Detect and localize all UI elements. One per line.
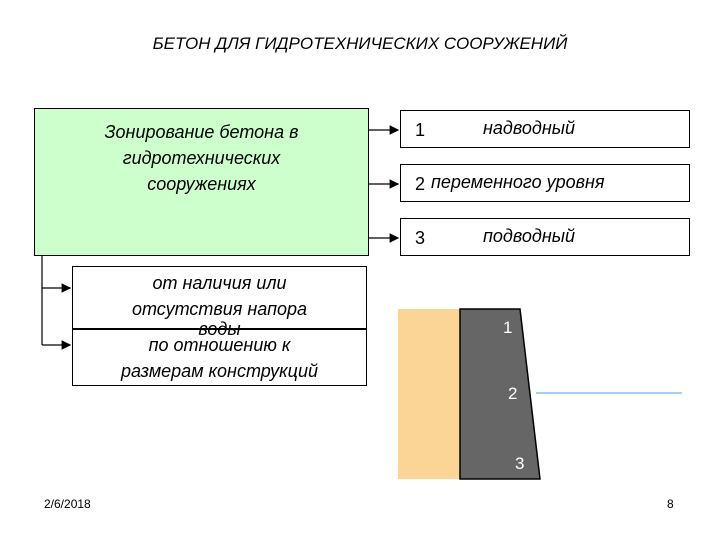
zone-number-3: 3	[415, 228, 426, 248]
criterion-box-2: по отношению к размерам конструкций	[72, 328, 367, 386]
footer-page-number: 8	[667, 497, 674, 511]
dam-zone-label-3: 3	[515, 454, 525, 473]
criterion-1-line-2: отсутствия напора	[131, 299, 308, 319]
zone-box-2: 2 переменного уровня	[400, 164, 690, 202]
zone-number-1: 1	[415, 120, 426, 140]
criterion-2-line-2: размерам конструкций	[121, 361, 318, 381]
dam-body	[459, 308, 541, 480]
zone-label-1: надводный	[483, 118, 575, 138]
criterion-1-line-1: от наличия или	[152, 273, 287, 293]
zone-number-2: 2	[415, 174, 426, 194]
page-title: БЕТОН ДЛЯ ГИДРОТЕХНИЧЕСКИХ СООРУЖЕНИЙ	[152, 34, 568, 53]
zone-box-1: 1 надводный	[400, 110, 690, 148]
dam-zone-label-1: 1	[503, 318, 513, 337]
main-box-line-2: гидротехнических	[122, 148, 281, 168]
earth-fill	[398, 309, 460, 479]
dam-zone-label-2: 2	[508, 384, 518, 403]
main-box-line-3: сооружениях	[147, 174, 256, 194]
zone-box-3: 3 подводный	[400, 218, 690, 256]
footer-date: 2/6/2018	[44, 497, 91, 511]
criterion-2-line-1: по отношению к	[148, 335, 291, 355]
zone-label-3: подводный	[483, 226, 575, 246]
water-area	[520, 393, 688, 479]
zone-label-2: переменного уровня	[431, 172, 605, 192]
main-box-line-1: Зонирование бетона в	[104, 122, 299, 142]
main-zoning-box: Зонирование бетона в гидротехнических со…	[34, 108, 369, 256]
